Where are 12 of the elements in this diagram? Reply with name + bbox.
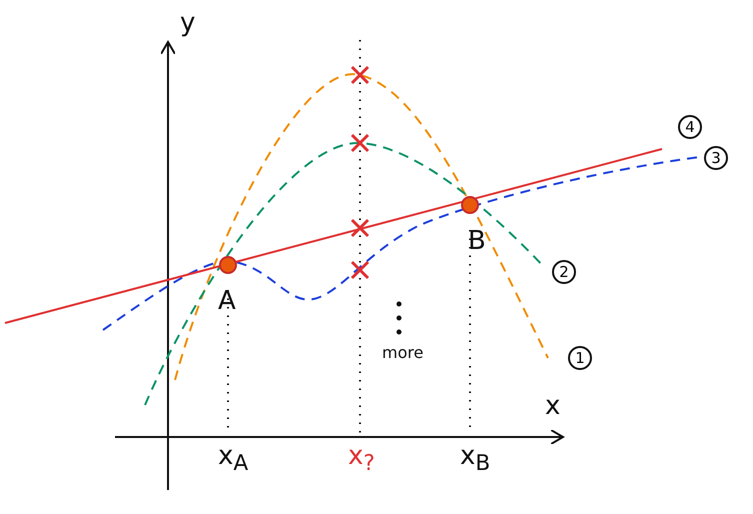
point-label: A (218, 288, 236, 314)
callout-number: 4 (678, 115, 702, 139)
axis-label: y (180, 10, 196, 36)
callout-number: 2 (552, 260, 576, 284)
tick-label: x$_{B}$ (460, 443, 490, 475)
callout-number: 1 (568, 346, 592, 370)
note-text: more (382, 345, 424, 361)
point-label: B (468, 228, 486, 254)
axis-label: x (545, 393, 560, 419)
callout-number: 3 (704, 146, 728, 170)
tick-label: x$_{A}$ (218, 443, 248, 475)
tick-label: x$_{?}$ (348, 443, 375, 475)
